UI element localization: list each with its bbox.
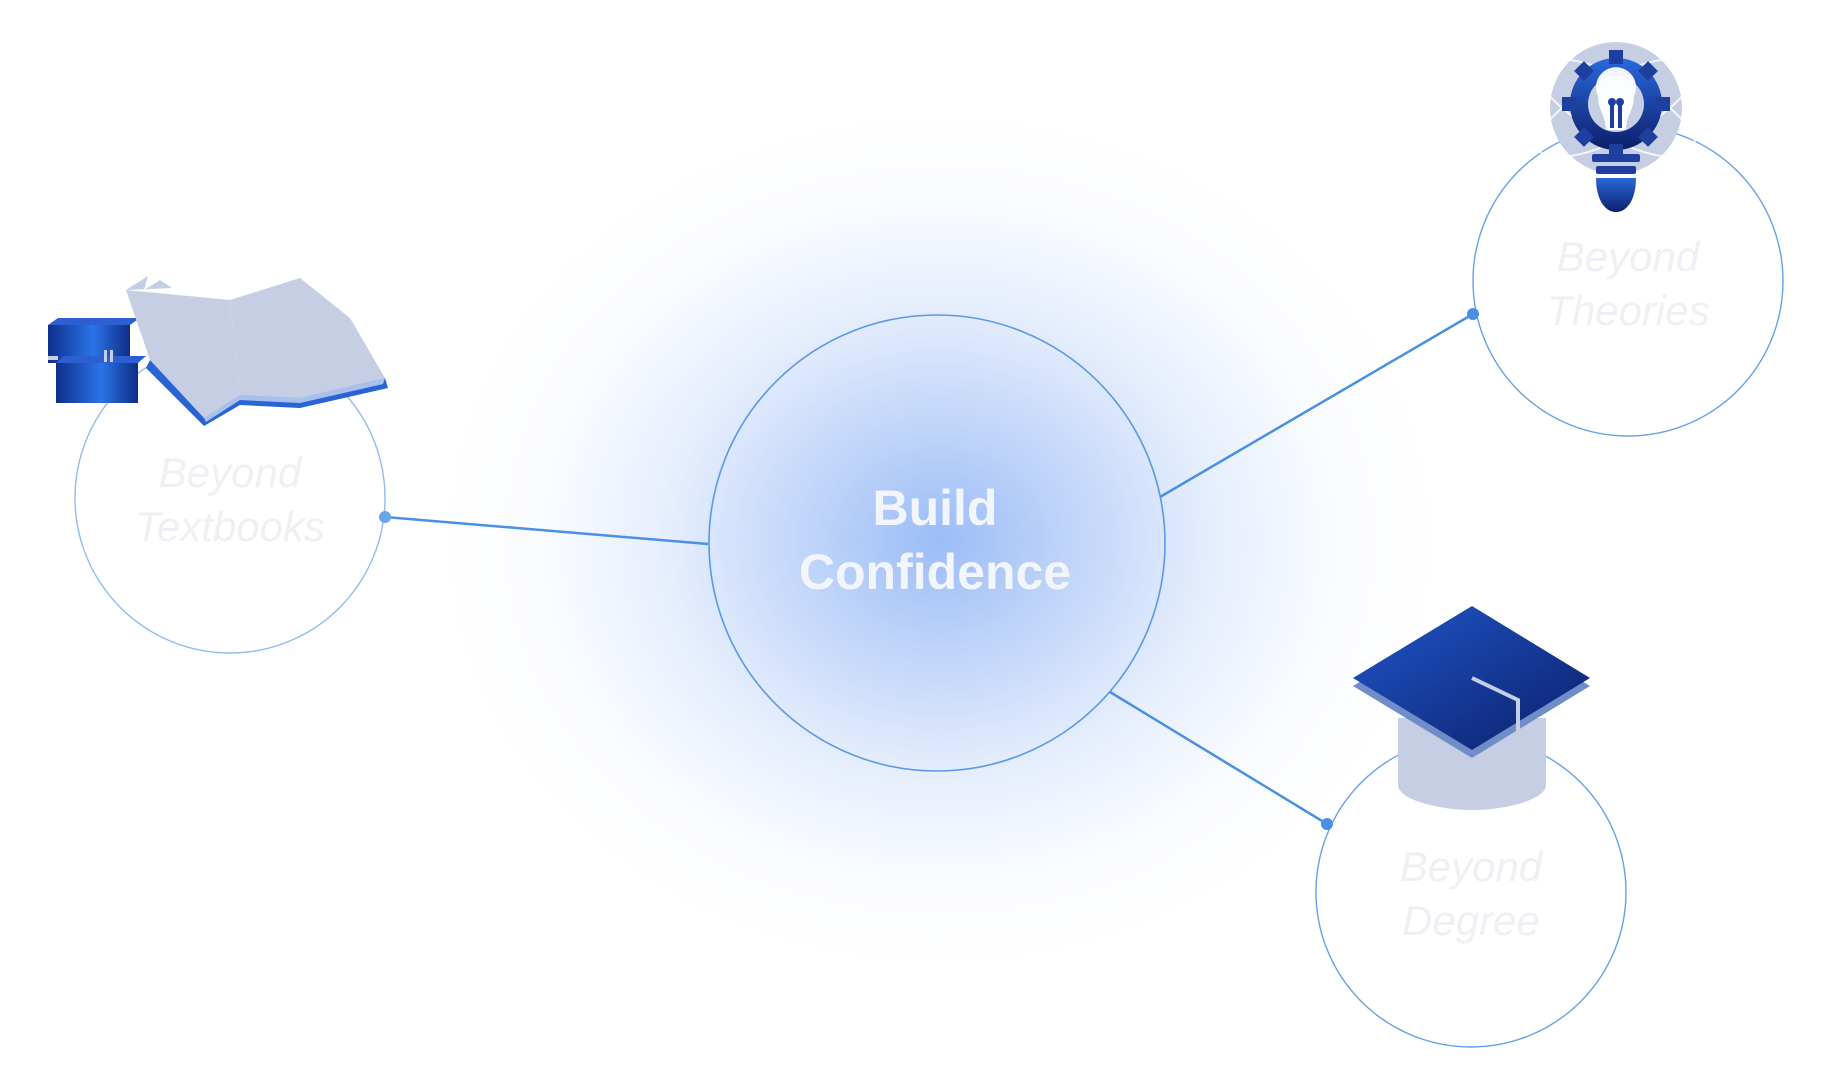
endpoint-textbooks bbox=[379, 511, 391, 523]
connector-theories bbox=[1159, 312, 1474, 499]
textbooks-node-label: Beyond Textbooks bbox=[105, 446, 355, 554]
lightbulb-gear-icon bbox=[1536, 42, 1696, 212]
center-node-label: Build Confidence bbox=[735, 476, 1135, 604]
degree-node-label: Beyond Degree bbox=[1346, 840, 1596, 948]
textbooks-label-line1: Beyond bbox=[158, 449, 302, 496]
center-glow bbox=[440, 110, 1440, 970]
center-label-line2: Confidence bbox=[798, 544, 1072, 600]
center-label-line1: Build bbox=[872, 480, 998, 536]
connector-textbooks bbox=[384, 515, 709, 546]
theories-label-line1: Beyond bbox=[1556, 233, 1700, 280]
degree-label-line2: Degree bbox=[1402, 897, 1540, 944]
books-icon bbox=[48, 276, 388, 426]
degree-label-line1: Beyond bbox=[1399, 843, 1543, 890]
textbooks-label-line2: Textbooks bbox=[135, 503, 325, 550]
graduation-cap-icon bbox=[1353, 606, 1590, 810]
connector-degree bbox=[1109, 690, 1328, 826]
theories-label-line2: Theories bbox=[1546, 287, 1710, 334]
theories-node-label: Beyond Theories bbox=[1503, 230, 1753, 338]
center-node-circle bbox=[708, 314, 1166, 772]
